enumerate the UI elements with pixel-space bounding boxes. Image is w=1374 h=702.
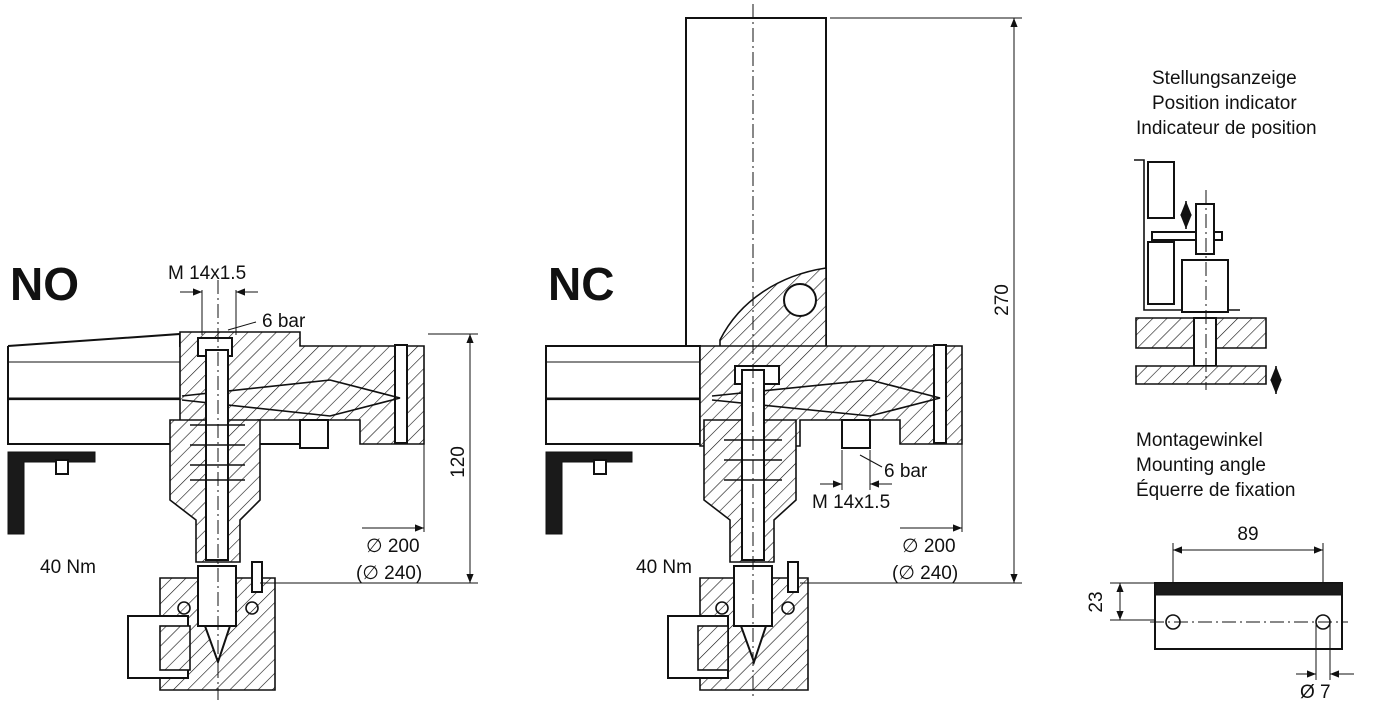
mounting-angle-width-dim: 89 bbox=[1237, 524, 1258, 545]
indicator-stud bbox=[1195, 203, 1215, 255]
nc-mounting-bracket bbox=[545, 451, 633, 535]
nc-bolt bbox=[933, 344, 947, 444]
nc-pressure-port bbox=[841, 419, 871, 449]
mounting-angle-caption-en: Mounting angle bbox=[1136, 455, 1266, 476]
position-indicator-caption-en: Position indicator bbox=[1152, 93, 1297, 114]
position-indicator-caption-fr: Indicateur de position bbox=[1136, 118, 1317, 139]
nc-valve-view: NC 270 bbox=[545, 4, 1022, 700]
mounting-angle-caption-de: Montagewinkel bbox=[1136, 430, 1263, 451]
indicator-nut bbox=[1181, 259, 1229, 313]
indicator-lever bbox=[1151, 231, 1223, 241]
mounting-angle-caption-fr: Équerre de fixation bbox=[1136, 480, 1296, 501]
no-pressure-label: 6 bar bbox=[262, 311, 306, 332]
mounting-angle-height-dim: 23 bbox=[1086, 591, 1107, 612]
nc-thread-label: M 14x1.5 bbox=[812, 492, 890, 513]
no-mounting-bracket bbox=[7, 451, 96, 535]
no-thread-label: M 14x1.5 bbox=[168, 263, 246, 284]
no-height-dim: 120 bbox=[448, 446, 469, 478]
nc-valve-plug bbox=[739, 625, 768, 666]
indicator-switch-lower bbox=[1147, 241, 1175, 305]
nc-torque-label: 40 Nm bbox=[636, 557, 692, 578]
position-indicator-detail: Stellungsanzeige Position indicator Indi… bbox=[1134, 68, 1317, 394]
mounting-angle-flange bbox=[1154, 582, 1343, 596]
no-bolt bbox=[394, 344, 408, 444]
nc-diameter-label: ∅ 200 bbox=[902, 536, 956, 557]
no-valve-view: NO M 14x1.5 bbox=[7, 258, 478, 700]
nc-diameter-alt-label: (∅ 240) bbox=[892, 563, 958, 584]
no-diameter-label: ∅ 200 bbox=[366, 536, 420, 557]
nc-pressure-label: 6 bar bbox=[884, 461, 928, 482]
no-title: NO bbox=[10, 258, 79, 310]
mounting-angle-detail: Montagewinkel Mounting angle Équerre de … bbox=[1086, 430, 1354, 702]
no-torque-label: 40 Nm bbox=[40, 557, 96, 578]
nc-spring-pin bbox=[783, 283, 817, 317]
mounting-angle-hole-dim: Ø 7 bbox=[1300, 682, 1331, 702]
nc-height-dim: 270 bbox=[992, 284, 1013, 316]
indicator-switch-upper bbox=[1147, 161, 1175, 219]
no-side-port bbox=[299, 419, 329, 449]
position-indicator-caption-de: Stellungsanzeige bbox=[1152, 68, 1297, 89]
no-valve-stem bbox=[205, 349, 229, 561]
nc-title: NC bbox=[548, 258, 614, 310]
nc-actuator-cover bbox=[545, 345, 701, 445]
no-diameter-alt-label: (∅ 240) bbox=[356, 563, 422, 584]
